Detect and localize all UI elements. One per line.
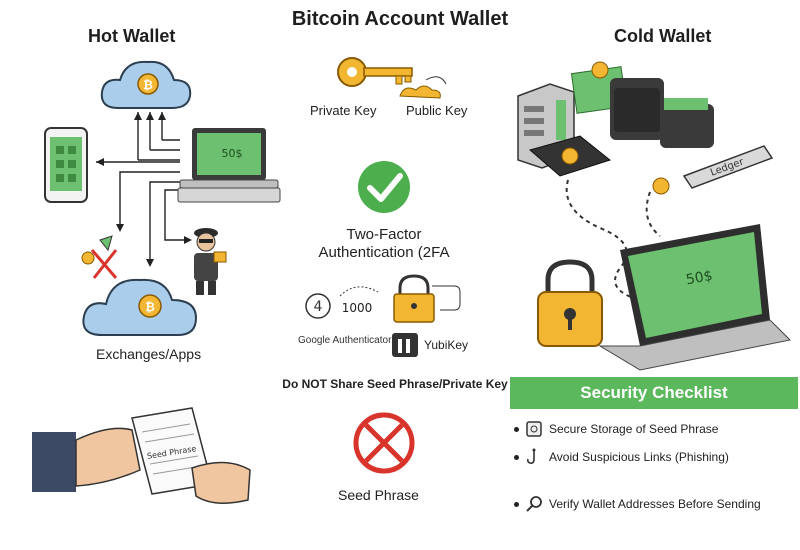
yubikey-label: YubiKey — [424, 338, 469, 352]
svg-text:₿: ₿ — [145, 300, 155, 314]
prohibited-icon — [353, 412, 415, 474]
checklist-item-avoid-phishing: Avoid Suspicious Links (Phishing) — [514, 448, 729, 466]
transfer-path — [565, 179, 661, 301]
padlock-icon — [393, 274, 461, 323]
cold-card-icon — [528, 135, 612, 177]
public-key-icon — [399, 76, 447, 99]
checklist-item-verify-addresses: Verify Wallet Addresses Before Sending — [514, 495, 761, 513]
google-authenticator-label: Google Authenticator — [298, 335, 392, 346]
blocked-transfer-icon — [81, 235, 118, 279]
safe-icon — [525, 420, 543, 438]
public-key-label: Public Key — [406, 103, 468, 118]
warning-seed-label: Seed Phrase — [338, 487, 419, 503]
hot-wallet-title: Hot Wallet — [88, 26, 176, 46]
bullet — [514, 426, 519, 432]
yubikey-icon — [392, 333, 418, 357]
checkmark-icon — [358, 161, 410, 213]
exchange-cloud-icon: ₿ — [82, 278, 198, 336]
bullet — [514, 501, 519, 507]
ledger-device-icon — [682, 145, 774, 189]
laptop-icon — [177, 128, 281, 203]
cold-laptop-screen-text: 50$ — [685, 268, 714, 288]
warning-text: Do NOT Share Seed Phrase/Private Key — [282, 377, 508, 391]
svg-text:₿: ₿ — [143, 78, 153, 92]
wallet-icon — [610, 78, 714, 148]
cold-laptop-icon — [598, 224, 792, 371]
hot-laptop-screen-text: 50$ — [222, 147, 243, 160]
checklist-item-label: Verify Wallet Addresses Before Sending — [549, 497, 761, 511]
page-title: Bitcoin Account Wallet — [291, 8, 509, 30]
hacker-icon — [194, 228, 227, 295]
cold-padlock-icon — [537, 259, 603, 347]
phishing-hook-icon — [525, 448, 543, 466]
cloud-icon: ₿ — [100, 60, 192, 109]
security-checklist-header: Security Checklist — [510, 377, 798, 409]
svg-text:4: 4 — [314, 299, 323, 315]
bullet — [514, 454, 519, 460]
private-key-label: Private Key — [310, 103, 377, 118]
checklist-item-label: Avoid Suspicious Links (Phishing) — [549, 450, 729, 464]
google-authenticator-icon: 4 — [305, 286, 379, 319]
twofa-title-line1: Two-Factor — [346, 226, 422, 243]
coin-icon — [652, 177, 670, 195]
magnifier-icon — [525, 495, 543, 513]
exchanges-apps-label: Exchanges/Apps — [96, 346, 202, 362]
private-key-icon — [337, 57, 413, 87]
cold-wallet-title: Cold Wallet — [614, 26, 712, 46]
seed-phrase-handoff-icon — [32, 407, 251, 504]
checklist-item-label: Secure Storage of Seed Phrase — [549, 422, 719, 436]
network-arrows — [96, 112, 190, 265]
authenticator-code: 1000 — [342, 301, 373, 315]
smartphone-icon — [44, 127, 88, 203]
checklist-item-secure-storage: Secure Storage of Seed Phrase — [514, 420, 718, 438]
twofa-title-line2: Authentication (2FA — [318, 244, 450, 261]
